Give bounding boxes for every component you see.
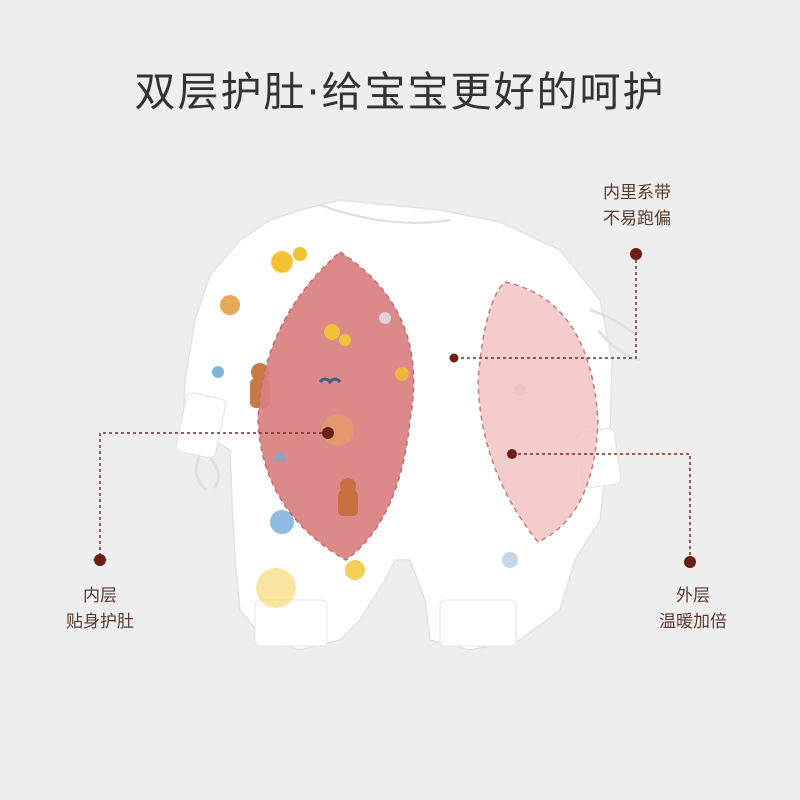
callout-inner-layer: 内层 贴身护肚 [52, 583, 148, 635]
callout-outer-layer: 外层 温暖加倍 [648, 583, 738, 635]
callout-inner-layer-line [94, 427, 334, 566]
callout-inner-tie-line1: 内里系带 [603, 183, 671, 203]
callout-outer-layer-line2: 温暖加倍 [659, 612, 727, 632]
headline: 双层护肚·给宝宝更好的呵护 [134, 68, 666, 116]
callout-inner-layer-line1: 内层 [83, 586, 117, 606]
callout-inner-tie-line [449, 248, 642, 363]
callout-outer-layer-line1: 外层 [676, 586, 710, 606]
callout-outer-layer-line [507, 449, 696, 568]
callout-inner-tie: 内里系带 不易跑偏 [592, 180, 682, 232]
outer-layer-panel [477, 281, 599, 543]
inner-layer-panel [257, 251, 415, 561]
callout-inner-tie-line2: 不易跑偏 [603, 209, 671, 229]
callout-inner-layer-line2: 贴身护肚 [66, 612, 134, 632]
